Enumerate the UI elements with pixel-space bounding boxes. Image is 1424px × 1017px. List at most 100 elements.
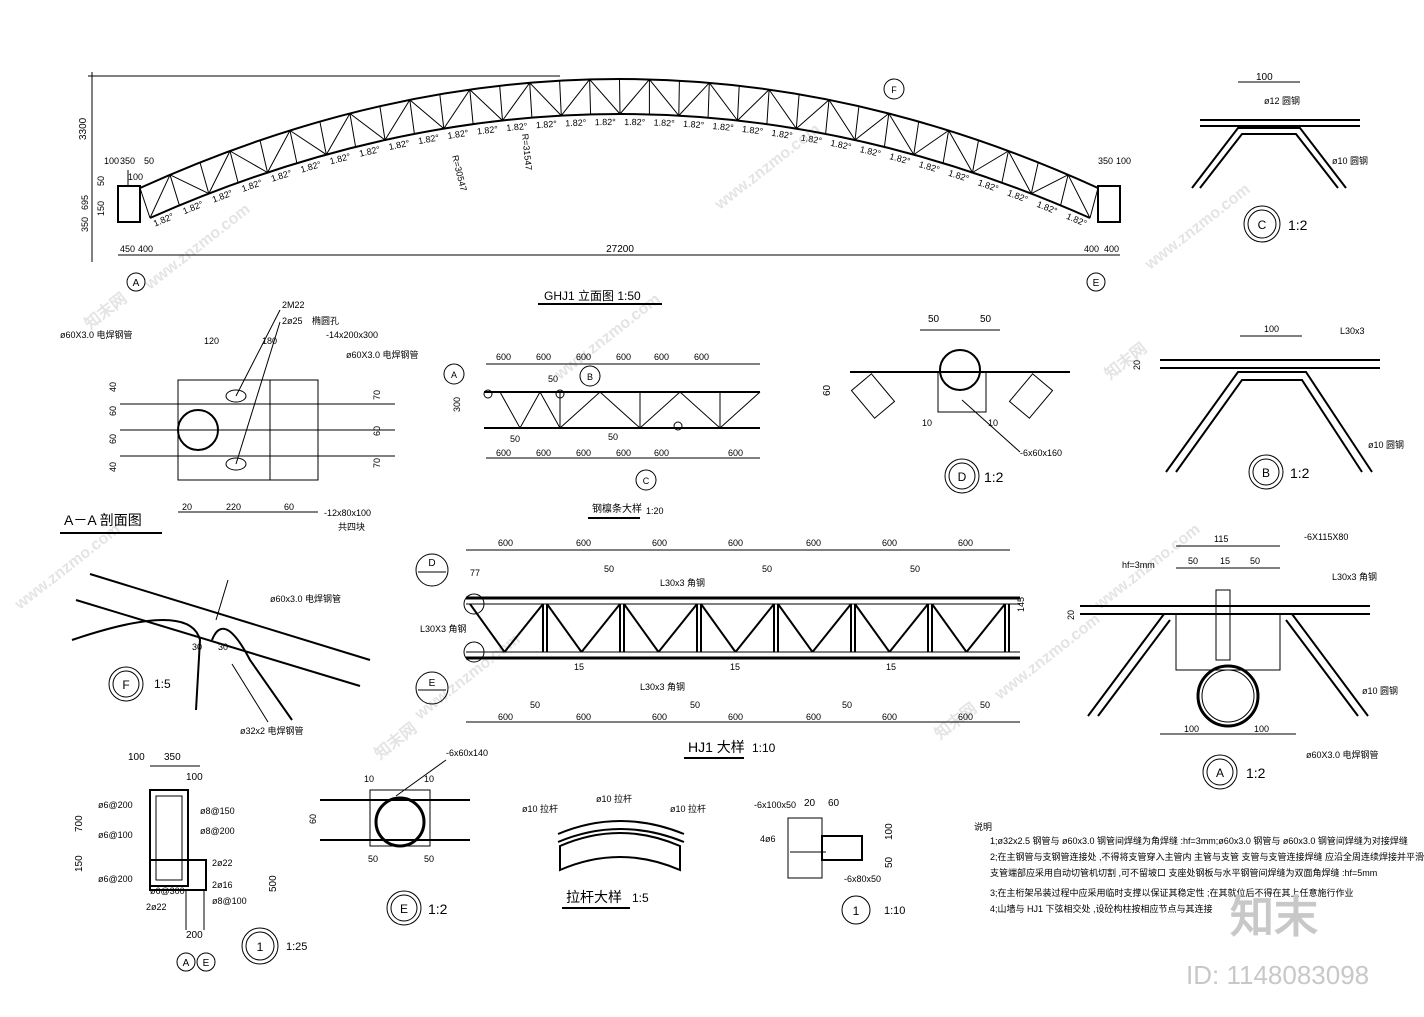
dim: 180 <box>262 336 277 346</box>
dim: 30 <box>192 642 202 652</box>
detail-c: 100 ø12 圆钢 ø10 圆钢 C 1:2 <box>1191 72 1368 243</box>
dim: 600 <box>958 538 973 548</box>
small-dim: 50 <box>842 700 852 710</box>
pipe-inner <box>1201 669 1255 723</box>
watermark-cn: 知末网 <box>371 719 421 764</box>
segment-angle-label: 1.82° <box>565 117 587 128</box>
detail-scale: 1:10 <box>884 905 905 917</box>
branch-pipe <box>71 619 202 711</box>
dim: 220 <box>226 502 241 512</box>
rebar: ø8@150 <box>200 806 235 816</box>
leg-bar-label: ø10 圆钢 <box>1332 155 1368 166</box>
tie-title: 拉杆大样 <box>566 889 622 905</box>
detail-label: E <box>400 902 408 916</box>
callout-label: D <box>428 558 435 569</box>
detail-bubble <box>241 927 279 965</box>
callout-label: A <box>451 370 457 380</box>
tie-right: ø10 拉杆 <box>670 803 706 814</box>
axis-label: A <box>183 958 190 969</box>
detail-label: B <box>1262 466 1270 480</box>
node-d <box>463 593 485 615</box>
dim: 600 <box>694 352 709 362</box>
tie-mid: ø10 拉杆 <box>596 793 632 804</box>
dim: 600 <box>536 448 551 458</box>
dim: 60 <box>284 502 294 512</box>
dim-right: 350 <box>1098 156 1113 166</box>
segment-angle-label: 1.82° <box>1006 188 1030 205</box>
dim: 600 <box>536 352 551 362</box>
rebar: ø6@100 <box>98 830 133 840</box>
angle-label: L30x3 角钢 <box>1332 571 1377 582</box>
detail-1-plate: -6x100x50 20 60 4ø6 100 50 -6x80x50 1 1:… <box>754 798 905 925</box>
dim: 600 <box>882 538 897 548</box>
dim-left: 60 <box>308 814 318 824</box>
callout-a <box>443 363 465 385</box>
pipe2-label: ø32x2 电焊钢管 <box>240 725 304 736</box>
bar <box>1165 371 1373 473</box>
dim: 20 <box>804 798 816 809</box>
column-detail: 100 350 100 700 150 500 ø6@200 ø6@100 ø8… <box>74 752 307 972</box>
dim-right: 50 <box>884 856 895 868</box>
detail-bubble <box>841 895 871 925</box>
dim: 600 <box>728 538 743 548</box>
segment-angle-label: 1.82° <box>624 117 646 127</box>
dim-left: 150 <box>74 855 85 872</box>
small-dim: 50 <box>510 434 520 444</box>
dim-left: 50 <box>144 156 154 166</box>
dim-bot: 200 <box>186 930 203 941</box>
dim-right: 500 <box>268 875 279 892</box>
callout-f-circle <box>883 78 905 100</box>
rod <box>557 820 685 835</box>
detail-bubble <box>1248 454 1284 490</box>
radius-inner: R=31547 <box>520 133 534 171</box>
dim: 100 <box>1264 324 1279 334</box>
note-line: 1;ø32x2.5 钢管与 ø60x3.0 钢管间焊缝为角焊缝 :hf=3mm;… <box>990 835 1408 846</box>
radius-outer: R=30547 <box>450 154 469 192</box>
leg-bar <box>1191 127 1347 189</box>
node-pipe <box>673 421 683 431</box>
small-dim: 50 <box>548 374 558 384</box>
watermark-cn: 知末网 <box>81 289 131 334</box>
detail-bubble <box>108 666 144 702</box>
detail-bubble-inner <box>1247 209 1277 239</box>
dim: 60 <box>108 406 118 416</box>
callout-label: E <box>429 678 436 689</box>
segment-angle-label: 1.82° <box>358 144 381 159</box>
bolt-label: 2M22 <box>282 300 305 310</box>
brand-watermark: 知末 <box>1230 893 1318 942</box>
dim-right: 100 <box>1116 156 1131 166</box>
plate-bot-label: -12x80x100 <box>324 508 371 518</box>
dim: 600 <box>958 712 973 722</box>
bolt-label: 4ø6 <box>760 834 776 844</box>
base <box>149 859 207 891</box>
purlin-detail: 600 600 600 600 600 600 300 50 50 50 600… <box>443 352 761 519</box>
detail-bubble-inner <box>390 894 418 922</box>
segment-angle-label: 1.82° <box>417 132 440 146</box>
elevation-view: 3300 1.82°1.82°1.82°1.82°1.82°1.82°1.82°… <box>78 72 1131 305</box>
dim-left: 20 <box>1132 360 1142 370</box>
column <box>149 789 189 887</box>
segment-angle-label: 1.82° <box>181 199 205 216</box>
dim: 50 <box>980 314 992 325</box>
tie-scale: 1:5 <box>632 891 649 905</box>
watermark-url: www.znzmo.com <box>1141 181 1253 274</box>
dim-left: 100 <box>104 156 119 166</box>
axis-label: A <box>133 278 140 289</box>
dim: 70 <box>372 390 382 400</box>
truss-posts <box>469 603 1010 653</box>
watermark-cn: 知末网 <box>1101 339 1151 384</box>
detail-d: 50 50 60 10 10 -6x60x160 D 1:2 <box>822 314 1070 494</box>
dim: 600 <box>652 538 667 548</box>
segment-angle-label: 1.82° <box>536 119 558 130</box>
angle-label: L30x3 <box>1340 326 1365 336</box>
detail-scale: 1:2 <box>1246 765 1266 781</box>
rebar: 2ø22 <box>146 902 167 912</box>
dim-left: 700 <box>74 815 85 832</box>
plate-label: -6x60x140 <box>446 748 488 758</box>
rebar: ø6@300 <box>150 886 185 896</box>
dim: 115 <box>1214 534 1228 544</box>
hj1-truss: 600 600 600 600 600 600 600 D E L30x3 角钢… <box>415 538 1026 759</box>
purlin-webs <box>499 390 761 430</box>
dim: 600 <box>806 712 821 722</box>
dim: 100 <box>1256 72 1273 83</box>
